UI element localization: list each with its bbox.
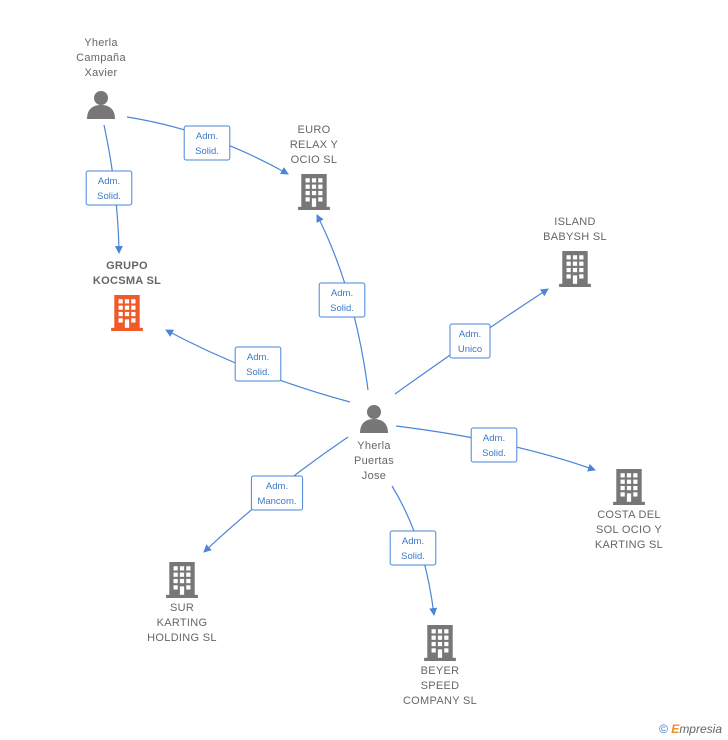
node-label: Puertas — [354, 455, 394, 467]
edge-label-box — [449, 323, 491, 359]
edge-label-box — [318, 282, 366, 318]
node-label: OCIO SL — [291, 154, 338, 166]
node-label: Jose — [362, 470, 386, 482]
node-beyer-speed[interactable]: BEYER SPEED COMPANY SL — [403, 625, 477, 707]
node-costa-del-sol[interactable]: COSTA DEL SOL OCIO Y KARTING SL — [595, 469, 663, 551]
edge-label: Adm. Solid. — [318, 282, 366, 318]
node-label: Xavier — [85, 67, 118, 79]
edge-label-box — [470, 427, 518, 463]
edge-label-box — [183, 125, 231, 161]
node-label: Campaña — [76, 52, 126, 64]
building-icon[interactable] — [298, 174, 330, 210]
node-label: SPEED — [421, 680, 460, 692]
edge-label-box — [250, 475, 304, 511]
building-icon[interactable] — [111, 295, 143, 331]
node-label: RELAX Y — [290, 139, 339, 151]
copyright-icon: © — [659, 722, 668, 736]
edge-labels-layer: Adm. Solid. Adm. Solid. Adm. Solid. Adm. Solid.… — [85, 125, 518, 566]
person-icon[interactable] — [87, 91, 115, 119]
brand-logo-initial: E — [671, 722, 680, 736]
edge-label: Adm. Solid. — [183, 125, 231, 161]
edges-layer — [103, 116, 596, 616]
node-label: SOL OCIO Y — [596, 524, 662, 536]
edge-label-box — [389, 530, 437, 566]
node-label: BEYER — [421, 665, 460, 677]
node-island-babysh[interactable]: ISLAND BABYSH SL — [543, 216, 607, 287]
node-label: KARTING SL — [595, 539, 663, 551]
node-label: COMPANY SL — [403, 695, 477, 707]
edge-label: Adm. Solid. — [85, 170, 133, 206]
node-label: EURO — [298, 124, 331, 136]
edge-label-text: Adm. — [196, 131, 218, 142]
edge-label-text: Mancom. — [257, 496, 296, 507]
edge-label-text: Adm. — [331, 288, 353, 299]
edge-label: Adm. Solid. — [470, 427, 518, 463]
edge-label-text: Solid. — [246, 367, 270, 378]
footer-credit: © Empresia — [659, 722, 722, 736]
edge-label: Adm. Mancom. — [250, 475, 304, 511]
edge-label-text: Adm. — [459, 329, 481, 340]
node-label: ISLAND — [554, 216, 596, 228]
node-label: BABYSH SL — [543, 231, 607, 243]
node-label: SUR — [170, 602, 194, 614]
edge-label: Adm. Unico — [449, 323, 491, 359]
building-icon[interactable] — [424, 625, 456, 661]
building-icon[interactable] — [166, 562, 198, 598]
edge-label-text: Solid. — [330, 303, 354, 314]
edge-label-text: Solid. — [482, 448, 506, 459]
node-label: KOCSMA SL — [93, 275, 161, 287]
edge-label-box — [85, 170, 133, 206]
edge-label: Adm. Solid. — [234, 346, 282, 382]
building-icon[interactable] — [559, 251, 591, 287]
edge-label-text: Adm. — [483, 433, 505, 444]
node-label: Yherla — [84, 37, 118, 49]
node-sur-karting[interactable]: SUR KARTING HOLDING SL — [147, 562, 217, 644]
edge-label-text: Adm. — [247, 352, 269, 363]
node-grupo-kocsma[interactable]: GRUPO KOCSMA SL — [93, 260, 161, 331]
edge-label-text: Unico — [458, 344, 482, 355]
brand-logo-text: mpresia — [679, 722, 722, 736]
edge-label: Adm. Solid. — [389, 530, 437, 566]
edge-label-text: Solid. — [195, 146, 219, 157]
edge-label-text: Adm. — [402, 536, 424, 547]
edge-label-text: Solid. — [401, 551, 425, 562]
edge-label-text: Solid. — [97, 191, 121, 202]
node-label: Yherla — [357, 440, 391, 452]
node-label: GRUPO — [106, 260, 148, 272]
edge-label-text: Adm. — [98, 176, 120, 187]
edge-label-text: Adm. — [266, 481, 288, 492]
edge-label-box — [234, 346, 282, 382]
person-icon[interactable] — [360, 405, 388, 433]
node-label: COSTA DEL — [597, 509, 661, 521]
node-label: KARTING — [157, 617, 208, 629]
node-euro-relax[interactable]: EURO RELAX Y OCIO SL — [290, 124, 339, 210]
building-icon[interactable] — [613, 469, 645, 505]
node-label: HOLDING SL — [147, 632, 217, 644]
